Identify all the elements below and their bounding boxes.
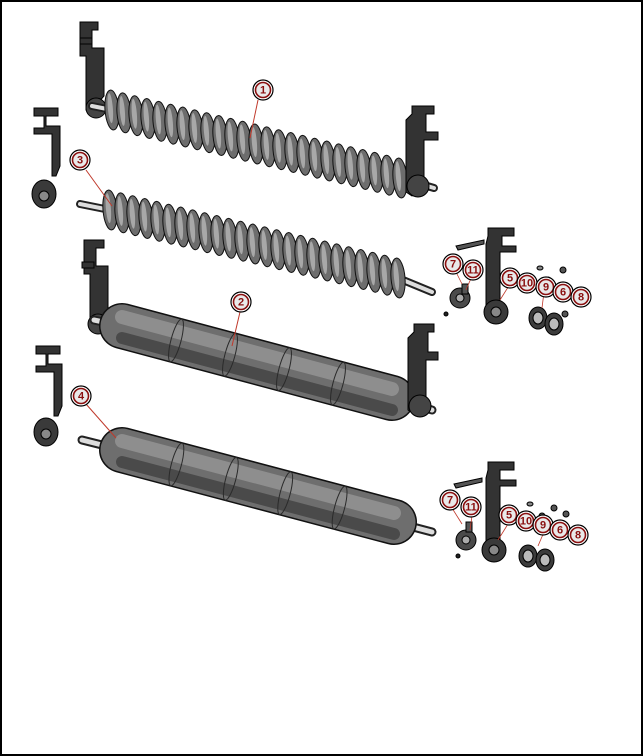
left-bracket-4: [33, 345, 63, 447]
callout-c8a: 8: [570, 286, 592, 308]
callout-label: 7: [447, 495, 453, 507]
callout-label: 3: [77, 155, 83, 167]
callout-label: 9: [543, 282, 549, 294]
callout-c3: 3: [69, 149, 91, 171]
side-bracket-a: [483, 227, 517, 325]
callout-label: 9: [540, 520, 546, 532]
spiral-roller-3: [76, 189, 436, 299]
callout-label: 11: [465, 502, 477, 514]
callout-c8b: 8: [567, 524, 589, 546]
callout-label: 5: [507, 273, 513, 285]
clip-b1: [526, 501, 534, 507]
callout-label: 10: [521, 278, 533, 290]
callout-c5a: 5: [499, 267, 521, 289]
callout-c7b: 7: [439, 489, 461, 511]
callout-label: 1: [260, 85, 266, 97]
callout-label: 8: [578, 292, 584, 304]
callout-label: 10: [520, 516, 532, 528]
callout-c6a: 6: [552, 281, 574, 303]
gear-pair-a: [528, 306, 569, 336]
hardware-group-a: [443, 227, 569, 336]
smooth-roller-4: [77, 427, 437, 545]
nut-b1: [550, 504, 558, 512]
callout-c4: 4: [70, 385, 92, 407]
nut-b2: [562, 510, 570, 518]
callout-label: 8: [575, 530, 581, 542]
washer-dot-a: [443, 311, 449, 317]
bolt-b: [453, 477, 483, 489]
hub-b: [455, 521, 477, 551]
spiral-roller-1: [88, 89, 438, 199]
callout-c10b: 10: [515, 510, 537, 532]
smooth-roller-2: [89, 303, 437, 421]
smooth-roller-assembly-2: [81, 239, 439, 421]
callout-c2: 2: [230, 291, 252, 313]
hardware-group-b: [451, 461, 570, 572]
right-bracket-2: [407, 323, 439, 418]
callout-c11b: 11: [460, 496, 482, 518]
callout-c11a: 11: [462, 259, 484, 281]
callout-label: 6: [560, 287, 566, 299]
callout-c1: 1: [252, 79, 274, 101]
smooth-roller-assembly-4: [33, 345, 437, 545]
gear-pair-b: [518, 544, 555, 572]
spiral-roller-assembly-1: [79, 21, 439, 199]
callout-c10a: 10: [516, 272, 538, 294]
callout-label: 2: [238, 297, 244, 309]
left-bracket-3: [31, 107, 61, 209]
callout-label: 7: [450, 259, 456, 271]
bolt-a: [455, 239, 485, 251]
callout-label: 6: [557, 525, 563, 537]
nut-a1: [559, 266, 567, 274]
washer-dot-b: [455, 553, 461, 559]
side-bracket-b: [481, 461, 517, 563]
callout-label: 4: [78, 391, 85, 403]
callout-label: 11: [467, 265, 479, 277]
right-bracket: [405, 105, 439, 198]
callout-c6b: 6: [549, 519, 571, 541]
clip-a1: [536, 265, 544, 271]
callout-c5b: 5: [498, 504, 520, 526]
callout-label: 5: [506, 510, 512, 522]
hub-a: [449, 283, 471, 309]
callout-c7a: 7: [442, 253, 464, 275]
spiral-roller-assembly-3: [31, 107, 436, 299]
